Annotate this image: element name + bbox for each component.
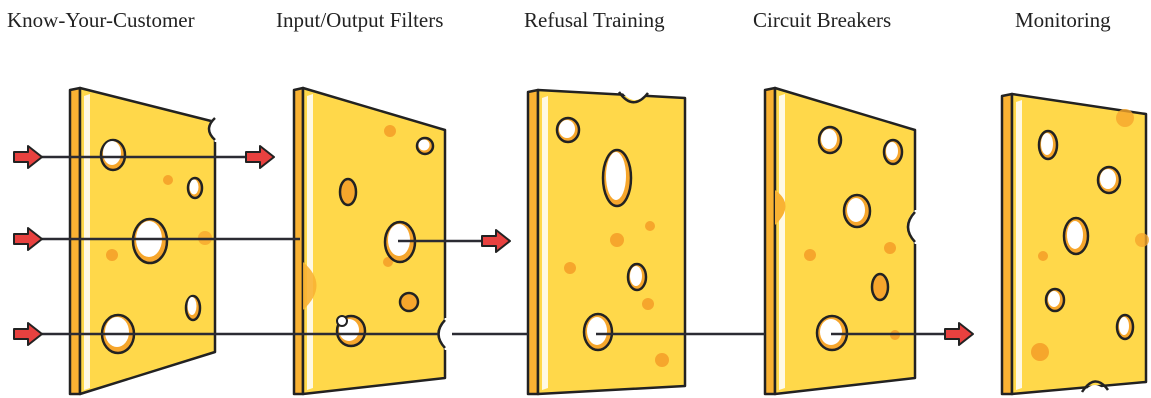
arrow-right-icon <box>13 227 43 251</box>
arrow-right-icon <box>481 229 511 253</box>
cheese-slice-side <box>292 86 305 396</box>
layer-title-io-filters: Input/Output Filters <box>276 8 444 32</box>
arrows <box>13 145 974 346</box>
cheese-slice-face <box>773 86 917 396</box>
cheese-slice-refusal-training <box>526 84 687 396</box>
arrow-right-icon <box>13 322 43 346</box>
cheese-slice-side <box>526 88 540 396</box>
cheese-slice-kyc <box>68 86 230 396</box>
arrow-right-icon <box>13 145 43 169</box>
layer-title-refusal-training: Refusal Training <box>524 8 665 32</box>
cheese-slice-side <box>68 86 82 396</box>
layer-title-monitoring: Monitoring <box>1015 8 1111 32</box>
cheese-slice-side <box>763 86 777 396</box>
cheese-slice-side <box>1000 92 1014 396</box>
arrow-right-icon <box>944 322 974 346</box>
arrow-right-icon <box>245 145 275 169</box>
cheese-slice-circuit-breakers <box>763 86 930 396</box>
cheese-slice-monitoring <box>1000 92 1149 398</box>
layer-title-kyc: Know-Your-Customer <box>7 8 195 32</box>
threat-path-lines <box>42 155 946 336</box>
layer-title-circuit-breakers: Circuit Breakers <box>753 8 892 32</box>
